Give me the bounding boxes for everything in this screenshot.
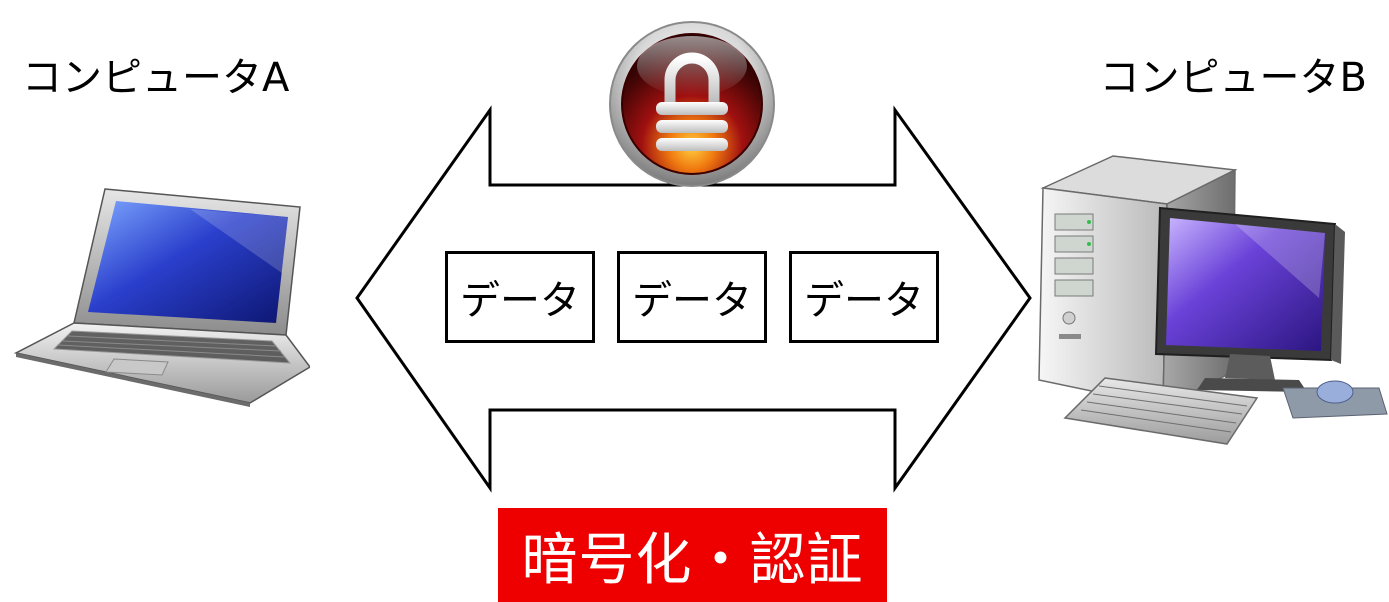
computer-a-label: コンピュータA [22, 55, 290, 101]
data-packet: データ [617, 251, 767, 343]
encryption-authentication-caption: 暗号化・認証 [498, 508, 887, 602]
computer-b-label: コンピュータB [1099, 55, 1367, 101]
padlock-icon [609, 21, 775, 187]
desktop-computer-icon [1038, 155, 1388, 445]
laptop-icon [13, 188, 310, 407]
data-packet: データ [789, 251, 939, 343]
data-packet: データ [445, 251, 595, 343]
